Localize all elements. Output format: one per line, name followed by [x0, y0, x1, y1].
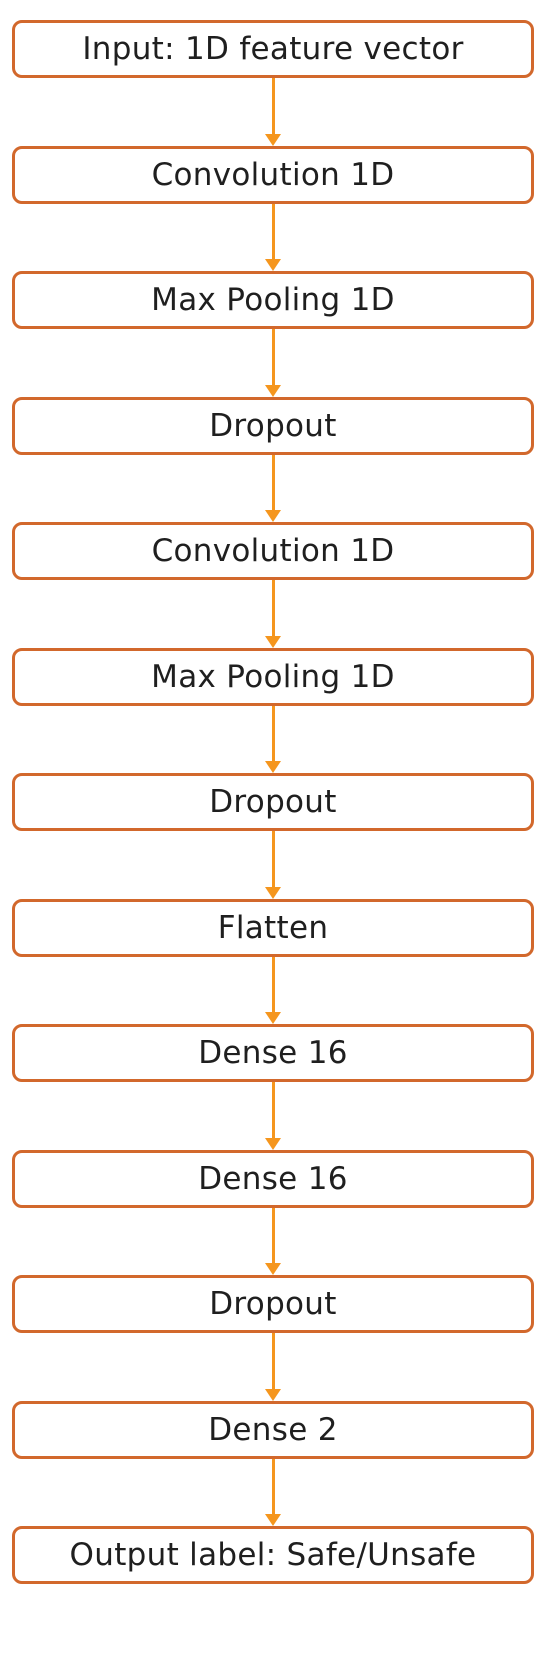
arrow-head-icon [265, 259, 281, 271]
arrow-shaft [272, 78, 275, 136]
arrow-shaft [272, 454, 275, 512]
arrow-shaft [272, 705, 275, 763]
arrow-head-icon [265, 1263, 281, 1275]
arrow-head-icon [265, 635, 281, 648]
arrow-shaft [272, 956, 275, 1014]
node-label: Input: 1D feature vector [82, 31, 464, 67]
arrow-shaft [272, 1082, 275, 1140]
node-dense16-1: Dense 16 [12, 1024, 534, 1082]
node-label: Dropout [209, 1286, 337, 1322]
node-label: Max Pooling 1D [151, 658, 395, 695]
arrow-head-icon [265, 384, 281, 397]
arrow-shaft [272, 1333, 275, 1391]
arrow-head-icon [265, 1514, 281, 1526]
node-label: Dense 16 [198, 1160, 348, 1197]
node-dropout-2: Dropout [12, 773, 534, 831]
node-maxpool1d-2: Max Pooling 1D [12, 647, 534, 706]
arrow-shaft [272, 329, 275, 387]
arrow-head-icon [265, 761, 281, 773]
arrow-head-icon [265, 133, 281, 146]
node-label: Dense 2 [208, 1411, 338, 1448]
node-label: Max Pooling 1D [151, 282, 395, 318]
node-output: Output label: Safe/Unsafe [12, 1526, 534, 1584]
node-label: Dense 16 [198, 1035, 348, 1071]
arrow-head-icon [265, 1137, 281, 1150]
node-label: Dropout [209, 407, 337, 444]
node-input: Input: 1D feature vector [12, 20, 534, 78]
node-maxpool1d-1: Max Pooling 1D [12, 271, 534, 329]
arrow-shaft [272, 203, 275, 261]
arrow-head-icon [265, 510, 281, 522]
node-dense2: Dense 2 [12, 1400, 534, 1459]
node-label: Dropout [209, 784, 337, 820]
node-dense16-2: Dense 16 [12, 1149, 534, 1208]
arrow-shaft [272, 1207, 275, 1265]
arrow-head-icon [265, 1388, 281, 1401]
arrow-shaft [272, 831, 275, 889]
node-conv1d-1: Convolution 1D [12, 145, 534, 204]
node-conv1d-2: Convolution 1D [12, 522, 534, 580]
node-label: Convolution 1D [151, 533, 395, 569]
node-dropout-1: Dropout [12, 396, 534, 455]
node-label: Convolution 1D [151, 156, 395, 193]
arrow-head-icon [265, 1012, 281, 1024]
node-label: Flatten [217, 909, 329, 946]
arrow-shaft [272, 1458, 275, 1516]
node-dropout-3: Dropout [12, 1275, 534, 1333]
arrow-shaft [272, 580, 275, 638]
node-label: Output label: Safe/Unsafe [69, 1537, 477, 1573]
arrow-head-icon [265, 886, 281, 899]
node-flatten: Flatten [12, 898, 534, 957]
